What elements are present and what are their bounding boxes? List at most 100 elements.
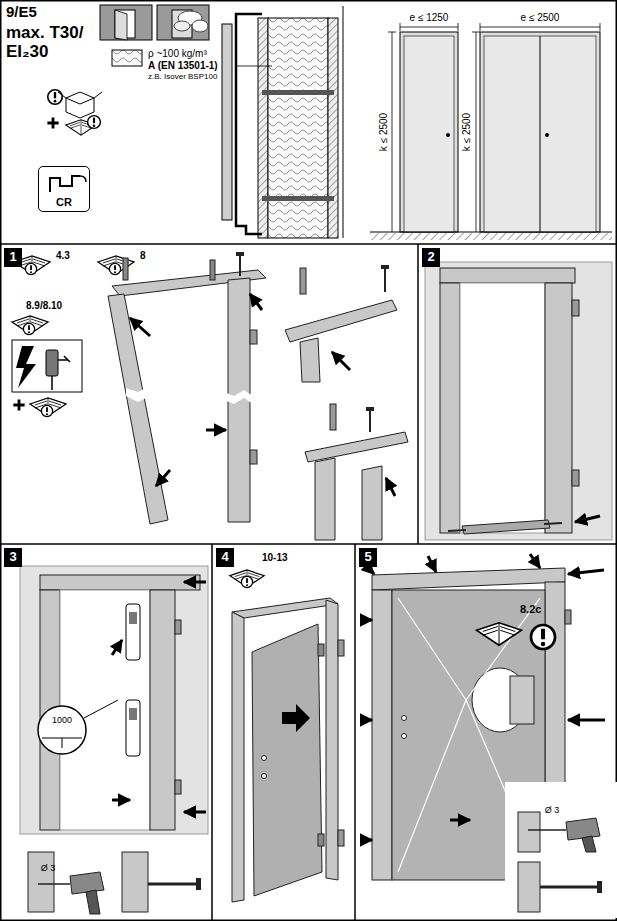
frame-assembly [236, 252, 244, 256]
manual-icons [66, 92, 94, 118]
wall-section [262, 90, 334, 95]
manual-icons [12, 340, 82, 392]
manual-icons [30, 398, 66, 416]
arrows [575, 516, 600, 522]
manual-icons [13, 399, 24, 410]
detail-inset [285, 300, 397, 342]
panel-borders [343, 6, 344, 238]
wall-opening [544, 523, 562, 524]
dimension: e ≤ 2500 [521, 12, 560, 23]
detail-inset [381, 265, 389, 269]
arrows [362, 839, 372, 842]
frame-assembly [108, 252, 266, 524]
frame-assembly [239, 254, 241, 276]
door-closed [565, 610, 571, 624]
frame-in-opening [62, 738, 63, 748]
wall-section [222, 14, 338, 238]
door-outlines [400, 32, 600, 232]
drill-inset [582, 836, 596, 852]
ground-hatch [370, 231, 612, 232]
wall-section [268, 18, 328, 238]
wall-section [236, 66, 272, 67]
profile-pictogram [80, 176, 86, 182]
arrows [332, 352, 350, 370]
door-hanging [318, 834, 324, 846]
door-hanging [252, 624, 322, 896]
door-outlines [446, 133, 450, 137]
manual-icons [230, 570, 264, 588]
profile-box: CR [38, 166, 90, 212]
frame-in-opening [126, 604, 140, 660]
arrows [130, 318, 150, 336]
drill-inset [505, 782, 617, 918]
manual-icons [58, 92, 102, 98]
drill-inset [196, 878, 201, 890]
door-hanging [318, 644, 324, 656]
wall-opening [460, 283, 545, 533]
drill-inset [505, 782, 617, 918]
dimension-lines [472, 32, 480, 33]
arrows [156, 470, 170, 486]
drill-inset [38, 883, 70, 885]
wall-section [236, 14, 262, 234]
door-closed [392, 590, 545, 880]
manual-icons [98, 256, 134, 274]
arrows [184, 811, 206, 814]
dimension-lines [480, 27, 600, 28]
door-closed [372, 568, 565, 590]
wall-opening [572, 300, 579, 316]
manual-icons [109, 263, 120, 274]
drill-inset [28, 852, 54, 912]
wall-opening [448, 530, 466, 531]
door-hanging [232, 612, 244, 902]
detail-inset [330, 404, 336, 430]
manual-icons [230, 570, 264, 587]
detail-inset [369, 410, 371, 432]
arrows [112, 640, 122, 655]
door-hanging [338, 640, 344, 656]
arrows [575, 516, 600, 522]
drill-inset [597, 881, 602, 893]
section-ref: 8.2c [520, 603, 541, 615]
manual-icons [41, 405, 52, 416]
dimension-lines [392, 32, 393, 232]
dimension-lines [600, 23, 601, 31]
step-number-text: 3 [9, 550, 16, 564]
section-ref: 8.9/8.10 [26, 300, 62, 311]
drill-inset [148, 883, 200, 886]
arrows [112, 582, 206, 812]
door-closed [510, 676, 534, 724]
fire-pictograms [157, 5, 209, 40]
frame-in-opening [150, 590, 175, 830]
step-number-text: 1 [9, 250, 16, 264]
ground-hatch [370, 232, 612, 240]
wall-opening [440, 283, 460, 533]
frame-in-opening [129, 612, 137, 624]
arrows [112, 799, 130, 802]
title: max. T30/ EI₂30 [6, 24, 98, 61]
door-hanging [262, 756, 267, 761]
figure-code: 9/E5 [6, 4, 37, 21]
dimension-lines [388, 32, 396, 33]
panel-borders [211, 544, 213, 921]
dimension: k ≤ 2500 [461, 111, 472, 153]
door-outlines [404, 36, 454, 232]
drill-inset [518, 862, 540, 912]
door-closed [372, 590, 392, 880]
fire-pictograms [115, 10, 127, 40]
wall-opening [462, 520, 550, 534]
drill-inset [70, 872, 104, 894]
door-hanging [326, 600, 338, 880]
arrows [530, 554, 540, 568]
frame-in-opening [38, 706, 86, 754]
frame-in-opening [175, 780, 181, 794]
drill-inset [518, 812, 540, 852]
panel-borders [0, 243, 617, 245]
dimension-lines [400, 27, 458, 28]
material-note: z.B. Isover BSP100 [148, 73, 217, 82]
wall-opening [572, 470, 579, 486]
